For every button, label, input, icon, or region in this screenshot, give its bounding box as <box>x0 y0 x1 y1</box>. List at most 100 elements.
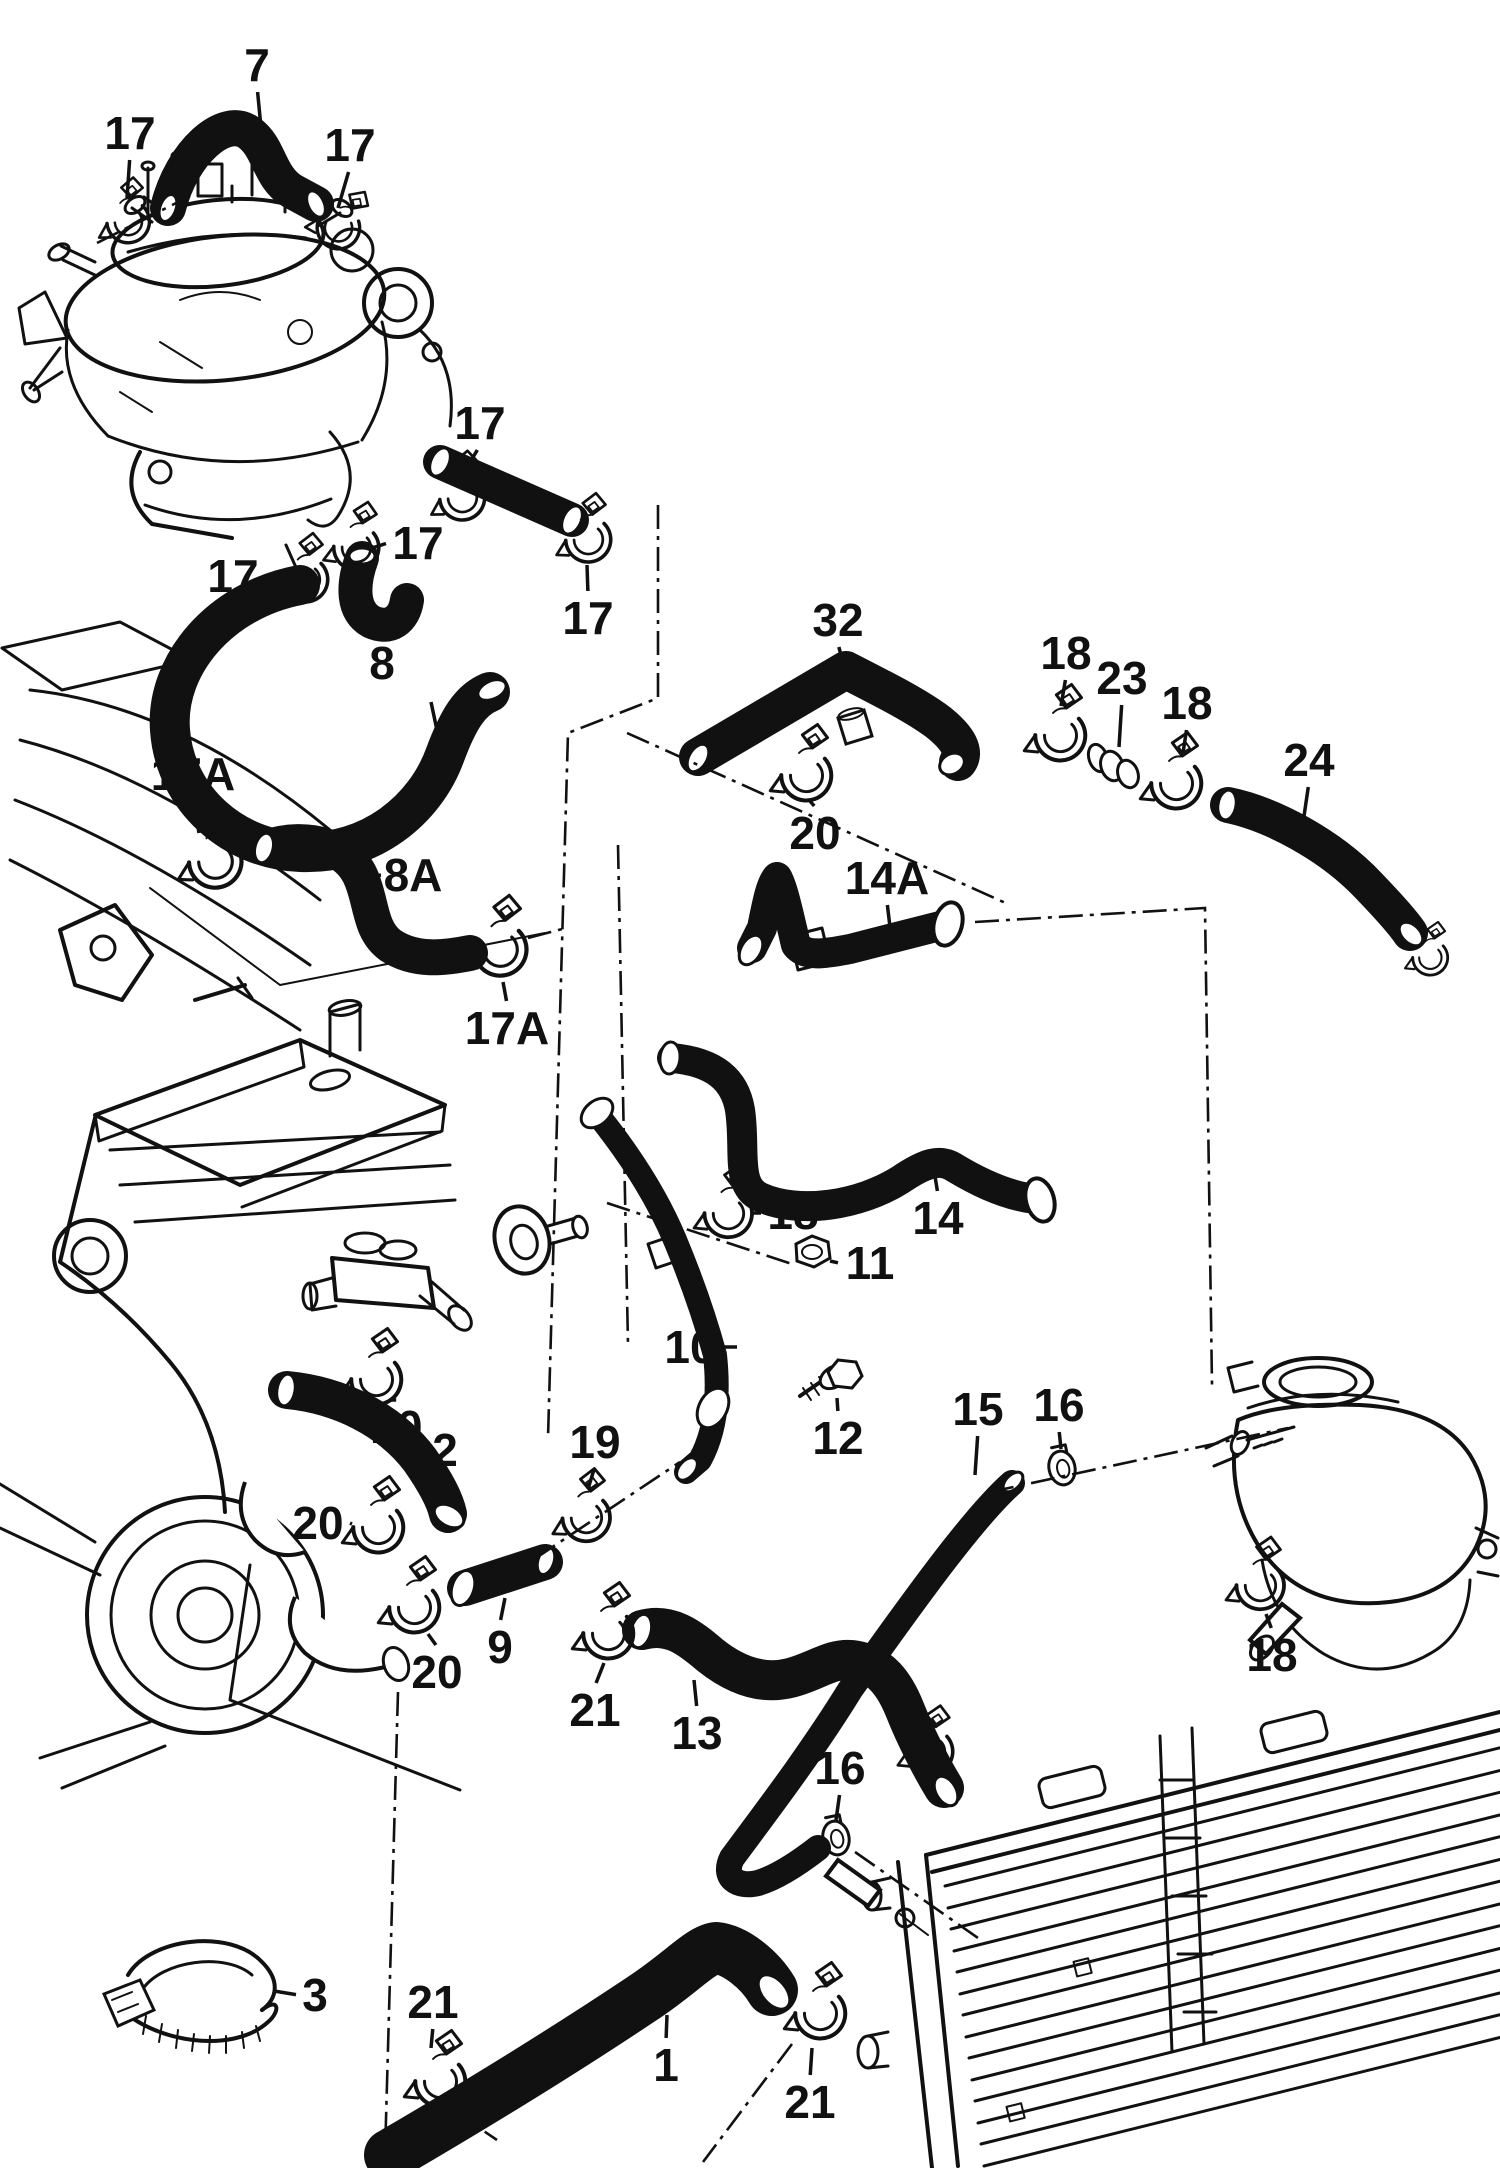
part-number: 16 <box>1033 1379 1084 1431</box>
part-label-17A: 17A <box>465 981 549 1054</box>
part-number: 20 <box>292 1497 343 1549</box>
hose-short-17 <box>423 445 589 537</box>
fasteners <box>101 742 1140 2054</box>
part-label-21: 21 <box>407 1976 459 2049</box>
hose-7 <box>150 110 334 226</box>
part-label-17A: 17A <box>151 748 235 834</box>
leader-line <box>336 171 351 209</box>
leader-line <box>264 574 281 579</box>
part-label-13: 13 <box>671 1679 723 1759</box>
hose-13 <box>622 1607 964 1808</box>
leader-line <box>829 1259 839 1265</box>
leader-line <box>664 2014 669 2039</box>
leader-line <box>191 800 201 834</box>
part-number: 2 <box>432 1424 458 1476</box>
leader-line <box>125 159 132 199</box>
leader-line <box>501 981 509 1002</box>
part-number: 13 <box>671 1707 722 1759</box>
leader-line <box>371 541 387 550</box>
part-label-17: 17 <box>104 107 156 199</box>
part-label-20: 20 <box>411 1632 463 1698</box>
part-label-20: 20 <box>789 798 841 859</box>
leader-line <box>1059 679 1068 707</box>
pipe-10 <box>579 1096 731 1484</box>
carburetor <box>17 142 453 583</box>
part-number: 19 <box>569 1416 620 1468</box>
part-number: 11 <box>846 1237 895 1289</box>
part-label-23: 23 <box>1096 652 1148 748</box>
part-number: 9 <box>487 1621 513 1673</box>
part-number: 17 <box>562 592 613 644</box>
leader-line <box>692 1679 699 1707</box>
leader-line <box>349 1521 353 1526</box>
leader-line <box>429 2028 435 2049</box>
part-label-1: 1 <box>653 2014 679 2091</box>
part-label-18: 18 <box>1161 677 1213 754</box>
leader-line <box>1301 786 1311 824</box>
part-number: 7 <box>244 39 270 91</box>
leader-line <box>837 646 847 671</box>
part-number: 21 <box>784 2076 835 2128</box>
leader-line <box>834 1794 842 1821</box>
part-label-32: 32 <box>812 594 864 671</box>
part-number: 14 <box>912 1192 964 1244</box>
part-number: 17 <box>454 397 505 449</box>
part-label-17: 17 <box>454 397 506 483</box>
leader-line <box>1117 704 1124 748</box>
part-number: 21 <box>569 1684 620 1736</box>
hose-14 <box>657 1040 1057 1224</box>
part-number: 12 <box>812 1412 863 1464</box>
part-label-3: 3 <box>273 1969 328 2021</box>
part-number: 16 <box>814 1742 865 1794</box>
part-label-17: 17 <box>371 517 444 569</box>
part-number: 17A <box>465 1002 549 1054</box>
part-label-18: 18 <box>1246 1613 1298 1681</box>
hose-8a <box>247 824 488 976</box>
part-label-7: 7 <box>244 39 270 139</box>
leader-line <box>835 1397 840 1412</box>
leader-line <box>973 1435 980 1476</box>
leader-line <box>443 1476 448 1505</box>
part-label-15: 15 <box>952 1383 1004 1476</box>
clamp-18 <box>1126 729 1212 818</box>
leader-line <box>586 1468 596 1490</box>
part-label-12: 12 <box>812 1397 864 1464</box>
part-number: 17 <box>392 517 443 569</box>
leader-line <box>429 701 439 732</box>
part-number: 15 <box>952 1383 1003 1435</box>
part-number: 20 <box>789 807 840 859</box>
hose-24 <box>1210 787 1428 951</box>
part-label-16: 16 <box>1033 1379 1085 1450</box>
part-number: 20 <box>411 1646 462 1698</box>
part-label-19: 19 <box>569 1416 621 1490</box>
hose-8 <box>338 541 424 642</box>
part-label-21: 21 <box>784 2047 836 2128</box>
part-number: 18 <box>1161 677 1212 729</box>
part-label-8A: 8A <box>367 849 442 901</box>
part-number: 21 <box>407 1976 458 2028</box>
leader-line <box>1181 729 1189 754</box>
part-label-10: 10 <box>664 1321 737 1373</box>
hose-32 <box>679 651 980 781</box>
construction-lines <box>96 194 1289 2163</box>
leader-line <box>426 1632 438 1647</box>
connector-23 <box>1086 742 1140 790</box>
part-label-17: 17 <box>324 119 376 209</box>
clamp-18 <box>1010 681 1096 770</box>
part-label-20: 20 <box>292 1497 353 1549</box>
part-label-21: 21 <box>569 1662 621 1736</box>
part-number: 23 <box>1096 652 1147 704</box>
part-number: 20 <box>371 1401 422 1453</box>
leader-line <box>808 2047 814 2076</box>
band-clamp-3 <box>101 1939 279 2054</box>
grommet <box>492 1204 589 1276</box>
part-label-16: 16 <box>814 1742 866 1821</box>
part-label-14: 14 <box>912 1163 964 1244</box>
part-number: 18 <box>1040 627 1091 679</box>
part-number: 18 <box>767 1187 818 1239</box>
part-number: 3 <box>302 1969 328 2021</box>
part-label-20: 20 <box>371 1398 423 1453</box>
leader-line <box>885 904 892 928</box>
part-number: 17 <box>104 107 155 159</box>
